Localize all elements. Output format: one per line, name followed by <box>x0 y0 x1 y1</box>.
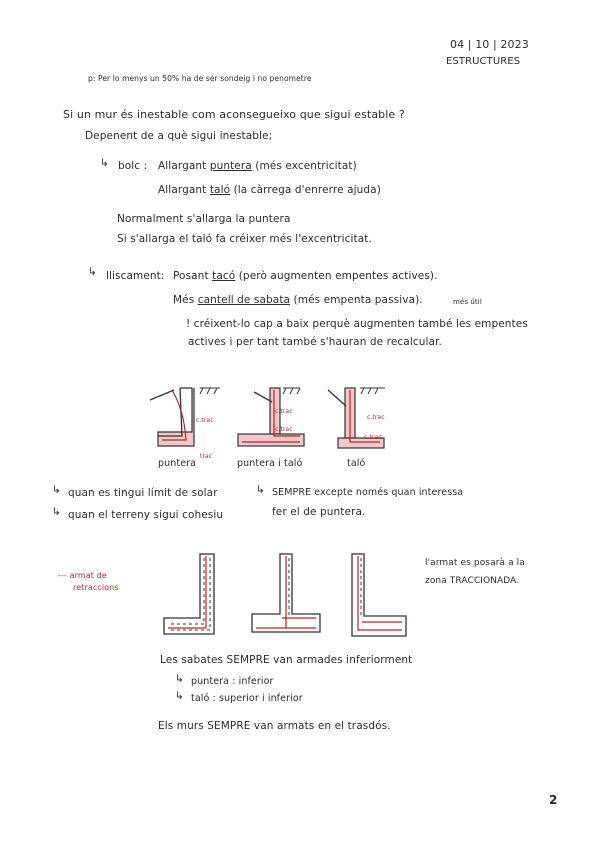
fig1-note-left2: quan el terreny sigui cohesiu <box>68 509 224 521</box>
trac-label-2: c.trac <box>275 408 293 415</box>
question: Si un mur és inestable com aconsegueixo … <box>63 108 405 121</box>
lliscament-arrow-icon: ↳ <box>88 266 97 278</box>
lliscament-line1-suffix: (però augmenten empentes actives). <box>238 270 438 282</box>
fig2-side-label2: retraccions <box>73 583 119 592</box>
wall-sketches-row2 <box>163 553 407 637</box>
arrow-icon: ↳ <box>256 484 265 496</box>
arrow-icon: ↳ <box>175 690 184 702</box>
arrow-icon: ↳ <box>52 506 61 518</box>
trac-label-2b: c.trac <box>275 426 293 433</box>
bolc-line2-prefix: Allargant <box>158 184 207 196</box>
bolc-line1-word: puntera <box>209 160 252 172</box>
fig2-side-label1-text: armat de <box>69 571 107 580</box>
bolc-line1-suffix: (més excentricitat) <box>255 160 357 172</box>
sketch-talo <box>327 387 385 449</box>
sketch-puntera <box>149 387 220 447</box>
fig1-note-right2: fer el de puntera. <box>272 506 366 518</box>
sketch-armat-3 <box>351 553 407 637</box>
bolc-arrow-icon: ↳ <box>100 157 109 169</box>
fig1-label-talo: taló <box>347 458 366 469</box>
lliscament-note: més útil <box>453 298 482 306</box>
arrow-icon: ↳ <box>52 484 61 496</box>
bolc-line1-prefix: Allargant <box>158 160 207 172</box>
page-number: 2 <box>549 793 558 807</box>
sabates-item2: taló : superior i inferior <box>191 693 303 704</box>
bolc-line1: Allargant puntera (més excentricitat) <box>158 160 357 172</box>
normal-line2: Si s'allarga el taló fa créixer més l'ex… <box>117 233 372 245</box>
top-note: p: Per lo menys un 50% ha de ser sondeig… <box>88 74 312 83</box>
bolc-line2-word: taló <box>209 184 231 196</box>
fig2-note2: zona TRACCIONADA. <box>425 576 520 586</box>
lliscament-line1: Posant tacó (però augmenten empentes act… <box>173 270 438 282</box>
final-note: Els murs SEMPRE van armats en el trasdós… <box>158 720 391 732</box>
fig1-label-puntera-talo: puntera i taló <box>237 458 303 469</box>
trac-label-3b: c.trac <box>364 434 382 441</box>
lliscament-warn1: ! créixent-lo cap a baix perquè augmente… <box>186 318 528 330</box>
date: 04 | 10 | 2023 <box>450 38 529 51</box>
fig1-label-puntera: puntera <box>158 458 197 469</box>
bolc-label: bolc : <box>118 160 148 172</box>
trac-label-1: c.trac <box>196 417 214 424</box>
fig1-note-right1: SEMPRE excepte només quan interessa <box>272 487 464 498</box>
lliscament-line2-word: cantell de sabata <box>197 294 291 306</box>
sketch-armat-2 <box>251 553 321 633</box>
sketch-puntera-talo <box>237 387 305 447</box>
depends-text: Depenent de a què sigui inestable; <box>85 130 273 142</box>
sabates-title: Les sabates SEMPRE van armades inferiorm… <box>160 654 413 666</box>
lliscament-line2-prefix: Més <box>173 294 195 306</box>
lliscament-warn2: actives i per tant també s'hauran de rec… <box>188 336 442 348</box>
fig2-note1: l'armat es posarà a la <box>425 558 525 568</box>
sabates-item1: puntera : inferior <box>191 676 274 687</box>
lliscament-line1-prefix: Posant <box>173 270 209 282</box>
wall-sketches-row1 <box>149 387 385 449</box>
lliscament-line1-word: tacó <box>212 270 236 282</box>
fig2-side-label1: --- armat de <box>58 571 107 580</box>
bolc-line2-suffix: (la càrrega d'enrerre ajuda) <box>233 184 381 196</box>
subject: ESTRUCTURES <box>446 56 521 67</box>
lliscament-label: lliscament: <box>106 270 165 282</box>
trac-label-3: c.trac <box>367 414 385 421</box>
bolc-line2: Allargant taló (la càrrega d'enrerre aju… <box>158 184 381 196</box>
lliscament-line2-suffix: (més empenta passiva). <box>293 294 423 306</box>
normal-line1: Normalment s'allarga la puntera <box>117 213 291 225</box>
lliscament-line2: Més cantell de sabata (més empenta passi… <box>173 294 423 306</box>
arrow-icon: ↳ <box>175 673 184 685</box>
fig1-note-left1: quan es tingui límit de solar <box>68 487 218 499</box>
trac-label-1b: trac <box>200 453 213 460</box>
sketch-armat-1 <box>163 553 215 635</box>
